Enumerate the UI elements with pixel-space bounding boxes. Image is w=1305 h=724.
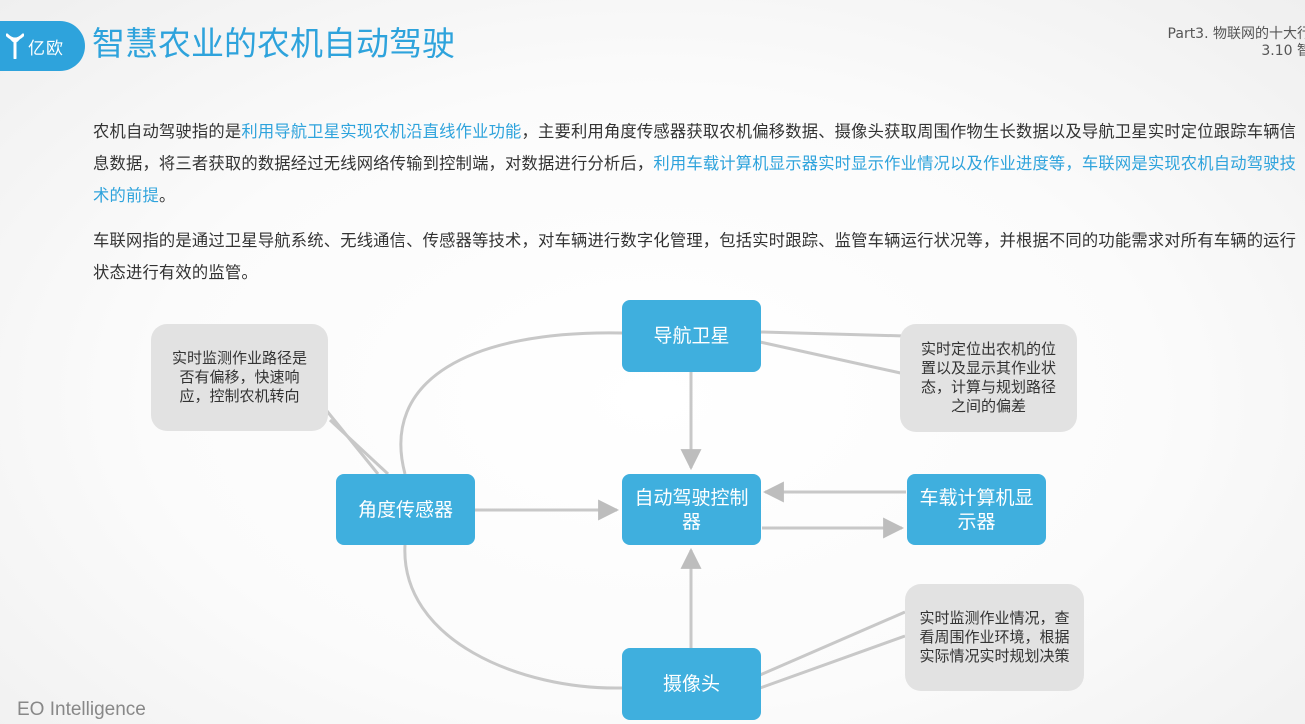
note-angle-sensor: 实时监测作业路径是否有偏移，快速响应，控制农机转向 bbox=[151, 324, 328, 431]
node-angle-sensor: 角度传感器 bbox=[336, 474, 475, 545]
brand-logo: 亿欧 bbox=[0, 21, 85, 71]
footer-brand: EO Intelligence bbox=[17, 699, 146, 720]
para1-text-2: ，主要利用角度传感器获取农机偏移数据、摄像头获取周围作物生长数据以及导航卫星实时… bbox=[93, 122, 1297, 173]
camera-note-connector-2 bbox=[759, 634, 906, 690]
satellite-note-connector-2 bbox=[759, 340, 906, 376]
para1-highlight-2: 利用车载计算机显示器实时显示作业情况以及作业进度等，车联网是实现农机自动驾驶技术… bbox=[93, 154, 1297, 205]
page-title: 智慧农业的农机自动驾驶 bbox=[92, 24, 455, 63]
section-number: 3.10 智 bbox=[1261, 43, 1305, 59]
satellite-note-connector bbox=[759, 330, 906, 338]
node-vehicle-display: 车载计算机显示器 bbox=[907, 474, 1046, 545]
node-navigation-satellite: 导航卫星 bbox=[622, 300, 761, 372]
note-camera: 实时监测作业情况，查看周围作业环境，根据实际情况实时规划决策 bbox=[905, 584, 1084, 691]
sensor-satellite-loop bbox=[399, 331, 623, 475]
camera-note-connector bbox=[759, 610, 906, 677]
para1-text-1: 农机自动驾驶指的是 bbox=[93, 122, 242, 141]
iov-paragraph: 车联网指的是通过卫星导航系统、无线通信、传感器等技术，对车辆进行数字化管理，包括… bbox=[93, 231, 1297, 282]
node-autopilot-controller: 自动驾驶控制器 bbox=[622, 474, 761, 545]
para1-text-3: 。 bbox=[158, 186, 176, 205]
logo-icon bbox=[6, 33, 24, 59]
section-label: Part3. 物联网的十大行 3.10 智 bbox=[1168, 26, 1305, 60]
note-navigation-satellite: 实时定位出农机的位置以及显示其作业状态，计算与规划路径之间的偏差 bbox=[900, 324, 1077, 432]
intro-paragraph: 农机自动驾驶指的是利用导航卫星实现农机沿直线作业功能，主要利用角度传感器获取农机… bbox=[93, 116, 1303, 212]
part-label: Part3. 物联网的十大行 bbox=[1167, 26, 1305, 42]
brand-name: 亿欧 bbox=[28, 38, 64, 59]
sensor-camera-loop bbox=[403, 544, 623, 690]
para1-highlight-1: 利用导航卫星实现农机沿直线作业功能 bbox=[241, 122, 522, 141]
node-camera: 摄像头 bbox=[622, 648, 761, 720]
sensor-note-connector-2 bbox=[328, 418, 390, 476]
